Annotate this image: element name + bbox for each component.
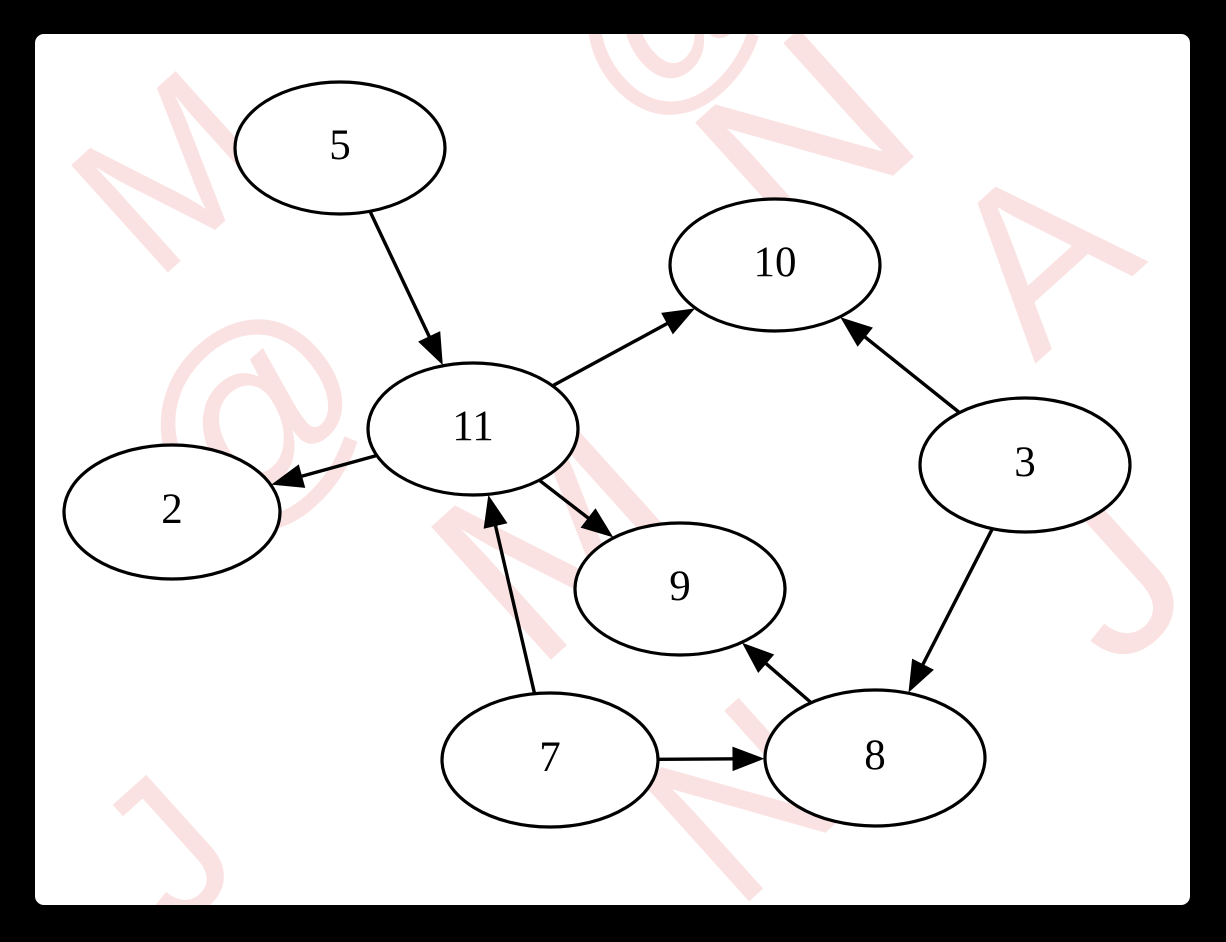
graph-node-5[interactable]: 5 [233, 80, 447, 216]
edge-line [760, 658, 812, 704]
node-label-10: 10 [754, 239, 797, 286]
edge-3-to-10 [840, 317, 960, 414]
node-ellipse-11 [366, 361, 580, 497]
edge-line [859, 331, 960, 414]
edge-arrowhead [418, 331, 443, 366]
edge-line [538, 479, 595, 524]
edge-3-to-8 [908, 528, 994, 693]
node-label-5: 5 [329, 122, 351, 169]
graph-node-3[interactable]: 3 [918, 396, 1132, 534]
edge-arrowhead [580, 508, 614, 538]
node-label-8: 8 [864, 732, 886, 779]
node-label-2: 2 [161, 486, 183, 533]
graph-node-9[interactable]: 9 [573, 521, 787, 657]
edge-7-to-11 [483, 494, 537, 694]
graph-node-7[interactable]: 7 [440, 691, 660, 829]
edge-arrowhead [742, 642, 775, 673]
node-ellipse-3 [918, 396, 1132, 534]
edge-8-to-9 [742, 642, 812, 704]
edge-arrowhead [908, 658, 934, 693]
node-ellipse-7 [440, 691, 660, 829]
edge-arrowhead [840, 317, 873, 347]
edge-line [918, 528, 994, 671]
edge-line [492, 519, 537, 694]
edge-line [552, 319, 674, 387]
node-ellipse-2 [62, 443, 282, 581]
node-layer: 5 10 11 3 2 9 8 7 [62, 80, 1132, 829]
graph-node-8[interactable]: 8 [763, 688, 987, 828]
node-ellipse-10 [668, 197, 882, 333]
edge-arrowhead [483, 494, 508, 529]
graph-node-2[interactable]: 2 [62, 443, 282, 581]
edge-line [368, 211, 434, 343]
edge-arrowhead [732, 746, 765, 772]
edge-arrowhead [271, 464, 306, 488]
graph-node-10[interactable]: 10 [668, 197, 882, 333]
edge-7-to-8 [658, 746, 765, 772]
node-ellipse-8 [763, 688, 987, 828]
node-ellipse-9 [573, 521, 787, 657]
edge-5-to-11 [368, 211, 443, 366]
edge-arrowhead [661, 308, 696, 335]
node-label-7: 7 [539, 734, 561, 781]
graph-node-11[interactable]: 11 [366, 361, 580, 497]
node-label-11: 11 [452, 403, 493, 450]
edge-line [295, 454, 377, 480]
node-label-9: 9 [669, 563, 691, 610]
edge-layer [271, 211, 994, 772]
edge-11-to-10 [552, 308, 696, 387]
node-label-3: 3 [1014, 439, 1036, 486]
node-ellipse-5 [233, 80, 447, 216]
edge-11-to-9 [538, 479, 614, 538]
edge-11-to-2 [271, 454, 377, 488]
